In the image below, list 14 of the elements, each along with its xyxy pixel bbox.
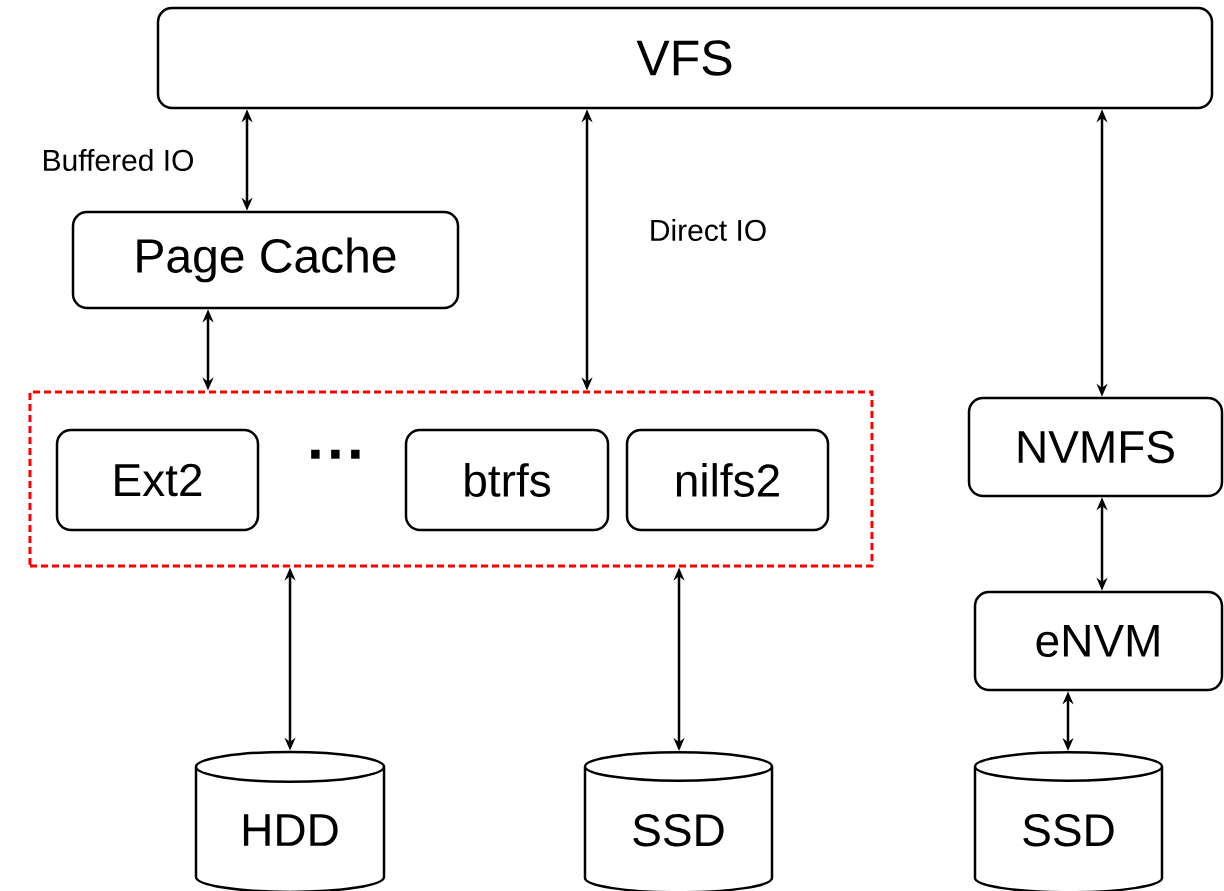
process-box: nilfs2 [625,428,830,532]
storage-cylinder: HDD [194,750,386,891]
storage-cylinder: SSD [973,751,1164,891]
process-box: btrfs [404,428,610,532]
edge-label: Direct IO [651,219,766,241]
process-box: eNVM [973,590,1224,692]
storage-cylinder: SSD [583,751,774,891]
process-box: Ext2 [55,428,260,532]
process-box: Page Cache [71,210,460,310]
dashed-group-box [28,390,874,568]
edge-label: Buffered IO [44,149,193,171]
ellipsis: ··· [311,449,360,459]
process-box: NVMFS [967,396,1224,498]
process-box: VFS [156,6,1214,110]
